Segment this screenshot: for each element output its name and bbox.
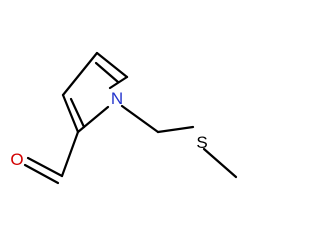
bond-c4-c3 bbox=[61, 51, 99, 97]
oxygen-atom-label: O bbox=[10, 150, 23, 169]
bond-s-ch3 bbox=[202, 147, 238, 179]
nitrogen-atom-label: N bbox=[111, 89, 123, 108]
bond-c5-c4-inner bbox=[94, 61, 120, 84]
bond-n1-ch2 bbox=[120, 104, 160, 134]
sulfur-atom-label: S bbox=[196, 133, 207, 152]
bond-c2-cho bbox=[60, 130, 80, 178]
molecule-diagram: N S O bbox=[10, 51, 238, 185]
bond-c3-c2 bbox=[61, 93, 80, 134]
bond-cho-o bbox=[26, 156, 64, 178]
bond-c5-c4 bbox=[95, 51, 129, 79]
bond-ch2-s bbox=[156, 125, 195, 134]
bond-c2-n1 bbox=[76, 105, 110, 134]
bond-cho-o-inner bbox=[23, 163, 60, 185]
bond-c3-c2-inner bbox=[69, 97, 86, 129]
